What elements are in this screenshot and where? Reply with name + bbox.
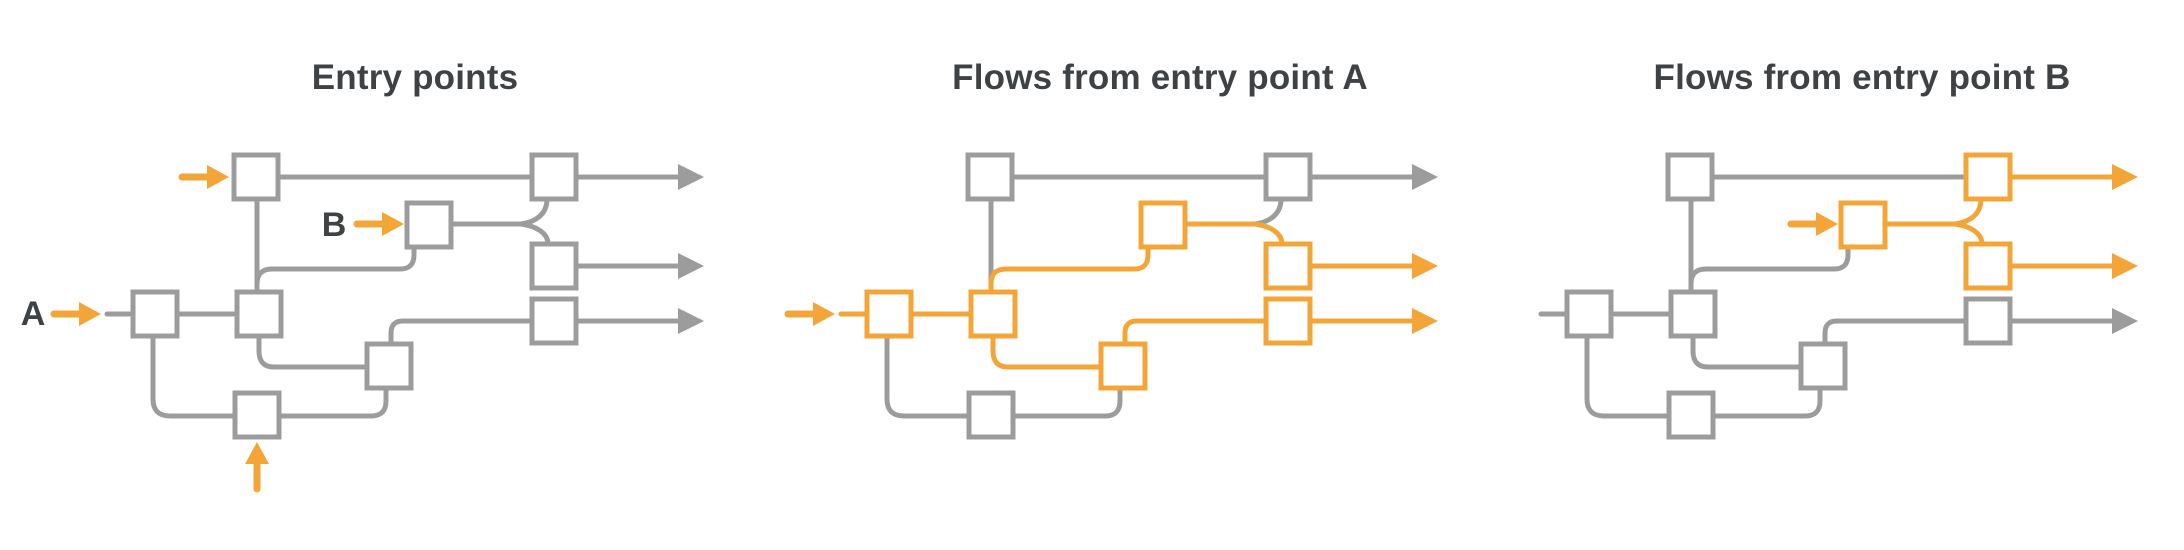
exit-arrow-3 xyxy=(2010,308,2138,334)
node-n5 xyxy=(864,289,914,339)
node-n9 xyxy=(1666,390,1716,440)
edge-e-n9-n8 xyxy=(276,385,389,419)
node-n3 xyxy=(1838,200,1888,250)
entry-arrow-a-head xyxy=(813,302,835,326)
edge-e-n8-n7 xyxy=(1822,318,1969,347)
entry-arrow-a-icon xyxy=(784,302,835,326)
entry-arrow-b-icon xyxy=(353,212,404,236)
entry-arrow-a-head xyxy=(79,302,101,326)
exit-arrowhead-1-icon xyxy=(2112,164,2138,190)
edge-e-fork-n2 xyxy=(1952,196,1984,227)
node-n7 xyxy=(1963,296,2013,346)
node-n2 xyxy=(529,152,579,202)
edge-e-n5-n9 xyxy=(150,333,238,419)
edge-e-n6-n8 xyxy=(1690,333,1804,370)
entry-label-b: B xyxy=(322,206,347,244)
exit-arrow-2 xyxy=(2010,253,2138,279)
node-n6 xyxy=(234,289,284,339)
edge-e-n6-n8 xyxy=(990,333,1104,370)
exit-arrow-3 xyxy=(1310,308,1438,334)
node-n7 xyxy=(529,296,579,346)
node-n8 xyxy=(1798,341,1848,391)
exit-arrowhead-1-icon xyxy=(1412,164,1438,190)
exit-arrowhead-3-icon xyxy=(678,308,704,334)
entry-arrow-bottom-head xyxy=(245,442,269,464)
entry-arrow-top-icon xyxy=(178,165,229,189)
node-n3 xyxy=(1138,200,1188,250)
exit-arrow-1 xyxy=(1310,164,1438,190)
node-n8 xyxy=(364,341,414,391)
panel-1-diagram: AB xyxy=(21,152,704,493)
panel-2-diagram xyxy=(784,152,1438,440)
node-n1 xyxy=(965,152,1015,202)
entry-arrow-b-head xyxy=(1816,212,1838,236)
panel-2-title: Flows from entry point A xyxy=(952,58,1368,97)
edge-e-n6-n3 xyxy=(254,244,417,295)
node-n6 xyxy=(968,289,1018,339)
node-n4 xyxy=(529,241,579,291)
exit-arrowhead-2-icon xyxy=(2112,253,2138,279)
edge-e-fork-n4 xyxy=(1952,221,1985,247)
entry-arrow-b-head xyxy=(382,212,404,236)
node-n4 xyxy=(1963,241,2013,291)
panel-3-diagram xyxy=(1538,152,2138,440)
node-n5 xyxy=(1564,289,1614,339)
exit-arrow-1 xyxy=(576,164,704,190)
node-n7 xyxy=(1263,296,1313,346)
node-n4 xyxy=(1263,241,1313,291)
exit-arrowhead-2-icon xyxy=(1412,253,1438,279)
panel-3-title: Flows from entry point B xyxy=(1653,58,2071,97)
node-n1 xyxy=(1665,152,1715,202)
exit-arrowhead-3-icon xyxy=(1412,308,1438,334)
node-n9 xyxy=(966,390,1016,440)
edge-e-n9-n8 xyxy=(1010,385,1123,419)
exit-arrow-1 xyxy=(2010,164,2138,190)
exit-arrow-3 xyxy=(576,308,704,334)
entry-arrow-a-icon xyxy=(50,302,101,326)
edge-e-n5-n9 xyxy=(1584,333,1672,419)
entry-arrow-top-head xyxy=(207,165,229,189)
node-n2 xyxy=(1263,152,1313,202)
exit-arrow-2 xyxy=(1310,253,1438,279)
edge-e-n6-n3 xyxy=(988,244,1151,295)
entry-arrow-b-icon xyxy=(1787,212,1838,236)
edge-e-fork-n4 xyxy=(518,221,551,247)
edge-e-n6-n8 xyxy=(256,333,370,370)
exit-arrowhead-3-icon xyxy=(2112,308,2138,334)
exit-arrowhead-1-icon xyxy=(678,164,704,190)
node-n1 xyxy=(231,152,281,202)
node-n2 xyxy=(1963,152,2013,202)
node-n3 xyxy=(404,200,454,250)
edge-e-fork-n4 xyxy=(1252,221,1285,247)
node-n8 xyxy=(1098,341,1148,391)
exit-arrowhead-2-icon xyxy=(678,253,704,279)
edge-e-fork-n2 xyxy=(1252,196,1284,227)
edge-e-n8-n7 xyxy=(1122,318,1269,347)
edge-e-n9-n8 xyxy=(1710,385,1823,419)
entry-arrow-bottom-icon xyxy=(245,442,269,493)
edge-e-n8-n7 xyxy=(388,318,535,347)
panel-1-title: Entry points xyxy=(311,58,519,97)
entry-label-a: A xyxy=(21,295,46,333)
edge-e-fork-n2 xyxy=(518,196,550,227)
exit-arrow-2 xyxy=(576,253,704,279)
node-n9 xyxy=(232,390,282,440)
edge-e-n5-n9 xyxy=(884,333,972,419)
edge-e-n6-n3 xyxy=(1688,244,1851,295)
node-n6 xyxy=(1668,289,1718,339)
node-n5 xyxy=(130,289,180,339)
